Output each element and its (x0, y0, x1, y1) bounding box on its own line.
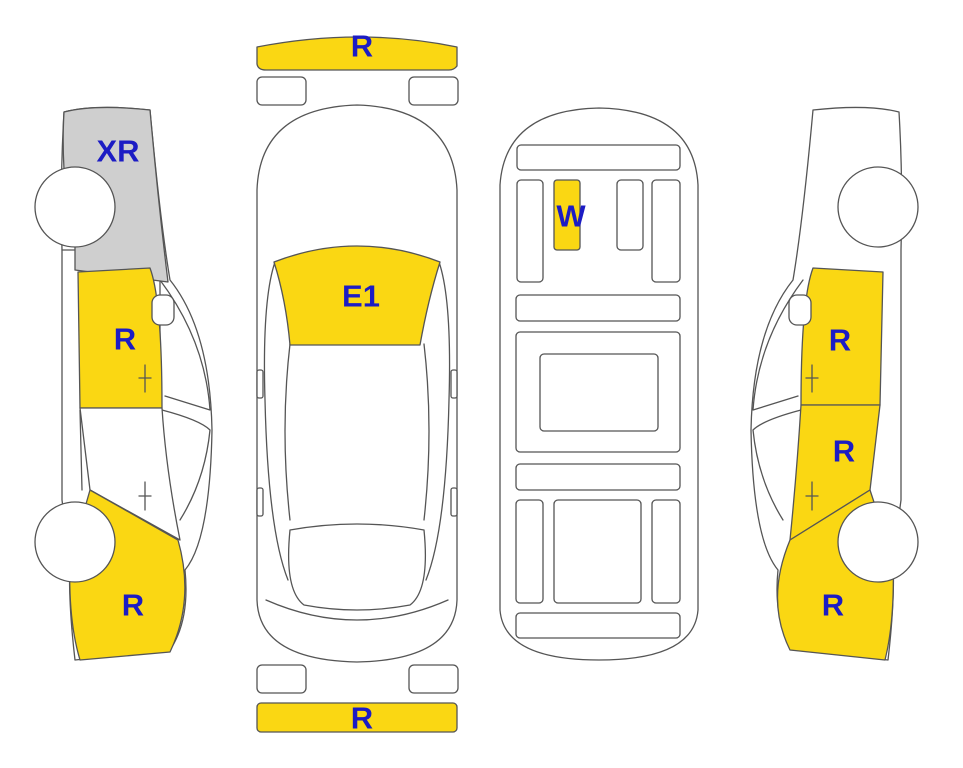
right-window-line (752, 279, 804, 411)
top-view-car (256, 104, 458, 663)
right-rear-handle (805, 481, 819, 511)
label-left-rear-quarter: R (122, 588, 144, 623)
mid-bar-2 (515, 463, 681, 491)
rear-light-right (408, 664, 459, 694)
label-front-bumper: R (351, 29, 373, 64)
front-light-right (408, 76, 459, 106)
mid-bar-1 (515, 294, 681, 322)
label-right-rear-door: R (833, 434, 855, 469)
rear-window (287, 523, 427, 611)
right-mirror (450, 369, 458, 399)
rear-bumper-panel[interactable] (256, 702, 458, 733)
rear-center (553, 499, 642, 604)
right-mirror-side (788, 294, 812, 326)
front-bumper-panel[interactable] (256, 36, 458, 71)
left-rear-wheel (34, 501, 116, 583)
rear-bar (515, 612, 681, 639)
left-column (516, 179, 544, 283)
label-left-front-fender: XR (96, 134, 139, 169)
left-front-wheel (34, 166, 116, 248)
top-body-outline (256, 104, 458, 663)
label-right-front-door: R (829, 323, 851, 358)
cabin-right-line (425, 261, 451, 581)
rear-right-col (651, 499, 681, 604)
left-mirror (256, 369, 264, 399)
right-window-line-2 (752, 409, 802, 521)
left-window-line (159, 279, 211, 411)
left-mirror-side (151, 294, 175, 326)
label-rear-bumper: R (351, 701, 373, 736)
left-front-handle (138, 364, 152, 393)
interior-outline (499, 107, 699, 661)
cabin-left-line (263, 261, 289, 581)
left-mirror-rear (256, 487, 264, 517)
label-roof: W (556, 199, 586, 234)
dash-bar (516, 144, 681, 171)
front-bumper-group[interactable] (256, 36, 458, 71)
label-hood: E1 (342, 279, 380, 314)
right-mirror-rear (450, 487, 458, 517)
cabin-floor-inner (539, 353, 659, 432)
trunk-line (265, 599, 449, 621)
label-right-rear-quarter: R (822, 588, 844, 623)
rear-left-col (515, 499, 544, 604)
center-box (616, 179, 644, 251)
left-rear-handle (138, 481, 152, 511)
right-front-handle (805, 364, 819, 393)
left-window-line-2 (161, 409, 211, 521)
right-rear-wheel (837, 501, 919, 583)
right-column (651, 179, 681, 283)
cabin-right-inner (423, 343, 430, 521)
right-front-wheel (837, 166, 919, 248)
label-left-front-door: R (114, 322, 136, 357)
left-rear-door-panel[interactable] (79, 407, 181, 541)
hood-panel[interactable] (273, 245, 441, 346)
rear-light-left (256, 664, 307, 694)
interior-view (499, 107, 699, 661)
cabin-left-inner (284, 343, 291, 521)
roof-panel[interactable] (553, 179, 581, 251)
front-light-left (256, 76, 307, 106)
